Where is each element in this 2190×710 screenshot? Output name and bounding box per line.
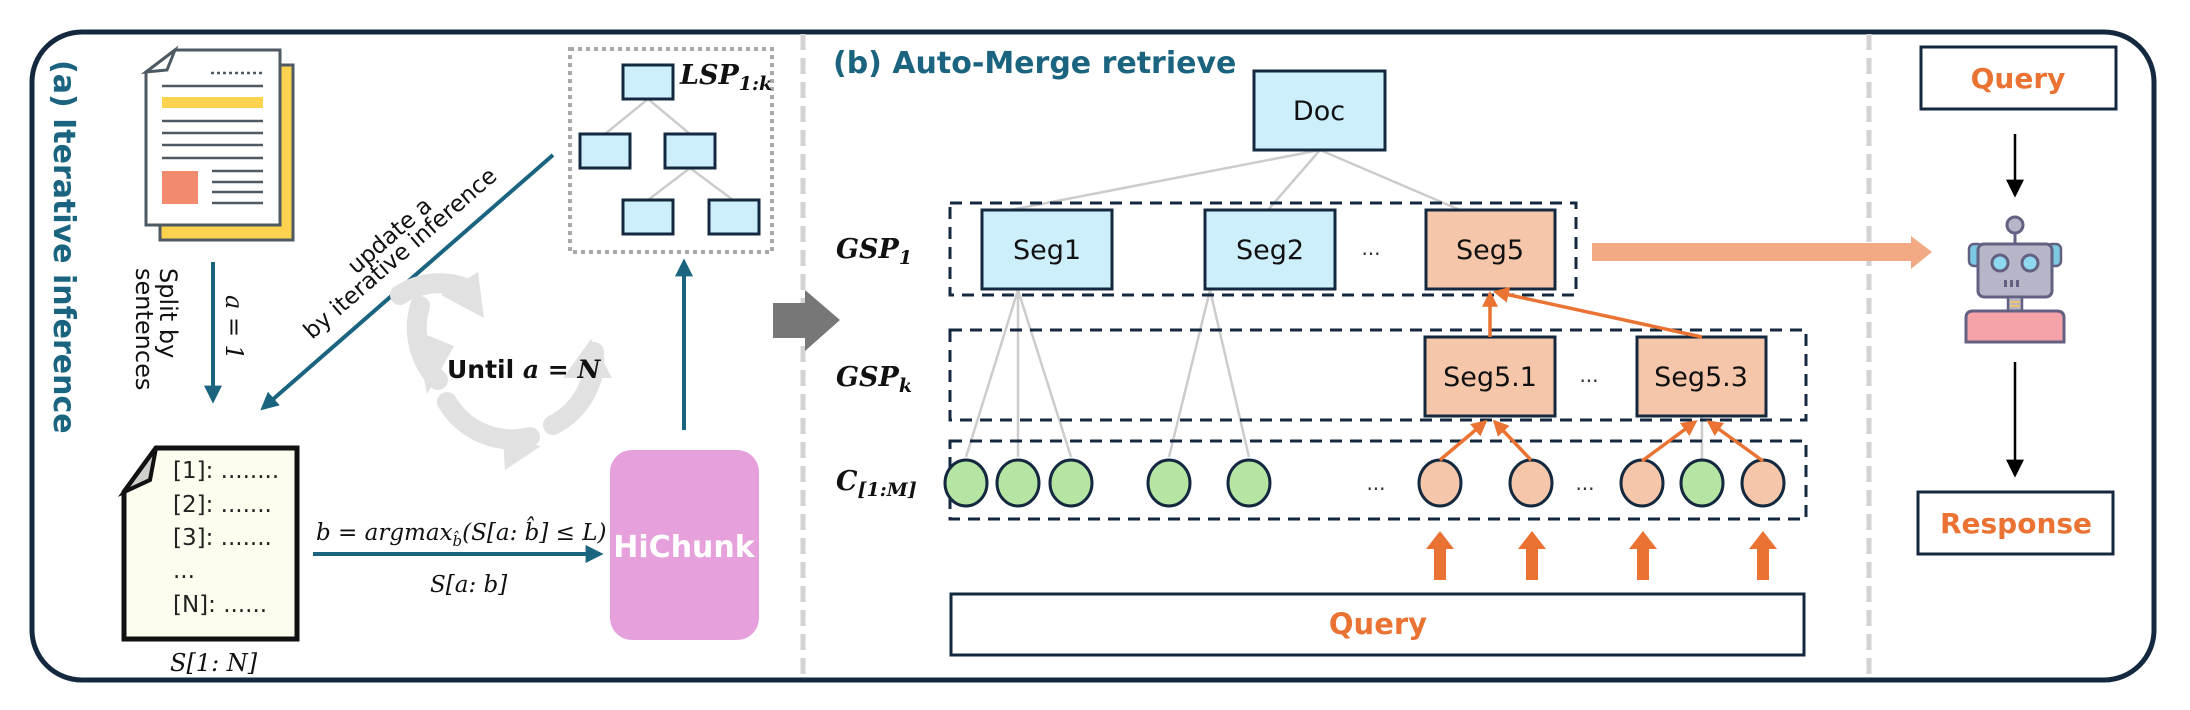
svg-text:Seg2: Seg2	[1236, 235, 1304, 266]
chunk-node-green	[1146, 458, 1192, 508]
svg-text:HiChunk: HiChunk	[613, 530, 755, 565]
transition-arrow	[773, 290, 840, 351]
gsp1-ellipsis: ...	[1361, 236, 1380, 260]
panel-a-title: (a) Iterative inference	[46, 60, 81, 434]
chunk-list	[943, 458, 1786, 508]
document-icon	[140, 45, 295, 242]
cycle-label: Until a = N	[447, 355, 601, 384]
gspk-group	[948, 328, 1808, 422]
cycle-arrowheads	[414, 272, 612, 470]
retrieved-to-llm-arrow	[1592, 236, 1932, 269]
chunk-node-peach	[1740, 458, 1786, 508]
hichunk-model: HiChunk	[610, 450, 759, 640]
chunk-node-green	[943, 458, 989, 508]
tree-edges	[964, 148, 1704, 462]
chunk-node-peach	[1508, 458, 1554, 508]
sentence-item: [1]: ........	[173, 458, 279, 484]
query-box-retrieve: Query	[949, 592, 1806, 657]
formula-label: b = argmaxb̂(S[a: b̂] ≤ L)	[316, 517, 606, 550]
chunk-ellipsis-1: ...	[1366, 471, 1385, 495]
sentence-item: ...	[173, 558, 195, 584]
merge-arrows	[1482, 286, 1703, 339]
query-box-llm: Query	[1919, 45, 2118, 111]
lsp-label: LSP1:k	[679, 60, 772, 95]
svg-text:Query: Query	[1329, 607, 1427, 641]
sentence-document	[117, 445, 300, 642]
level-label-gsp1: GSP1	[836, 234, 912, 269]
svg-text:Seg5.3: Seg5.3	[1654, 362, 1748, 393]
lsp-box	[568, 47, 774, 254]
a-init-label: a = 1	[220, 295, 248, 360]
chunk-merge-arrows	[1438, 419, 1765, 463]
chunk-node-green	[1048, 458, 1094, 508]
level-label-chunks: C[1:M]	[836, 466, 917, 501]
gsp1-node-seg1: Seg1	[980, 208, 1114, 291]
panel-b-title: (b) Auto-Merge retrieve	[833, 46, 1236, 81]
svg-text:Seg1: Seg1	[1013, 235, 1081, 266]
svg-text:Response: Response	[1940, 507, 2092, 540]
sentence-list: [1]: ........ [2]: ....... [3]: ....... …	[173, 458, 279, 618]
sentence-doc-label: S[1: N]	[170, 649, 258, 677]
split-label-line1: Split by	[154, 268, 182, 358]
chunk-node-peach	[1417, 458, 1463, 508]
lsp-tree	[578, 63, 761, 236]
split-label-line2: sentences	[130, 268, 158, 390]
chunk-ellipsis-2: ...	[1575, 471, 1594, 495]
gspk-node-seg5-3: Seg5.3	[1635, 335, 1768, 418]
svg-text:Doc: Doc	[1293, 96, 1345, 127]
query-arrows	[1426, 531, 1777, 580]
chunk-node-green	[995, 458, 1041, 508]
svg-text:Seg5: Seg5	[1456, 235, 1524, 266]
gsp1-node-seg5: Seg5	[1424, 208, 1557, 291]
slice-label: S[a: b]	[430, 572, 507, 598]
svg-text:Seg5.1: Seg5.1	[1443, 362, 1537, 393]
level-label-gspk: GSPk	[836, 362, 912, 397]
robot-icon	[1964, 215, 2066, 344]
sentence-item: [2]: .......	[173, 492, 272, 518]
doc-node: Doc	[1252, 69, 1387, 152]
response-box: Response	[1916, 490, 2115, 556]
outer-frame	[29, 29, 2157, 683]
chunk-node-peach	[1619, 458, 1665, 508]
svg-text:Query: Query	[1971, 62, 2066, 95]
chunk-node-green	[1679, 458, 1725, 508]
gsp1-node-seg2: Seg2	[1203, 208, 1337, 291]
sentence-item: [3]: .......	[173, 525, 272, 551]
gsp1-group	[948, 201, 1578, 297]
gspk-node-seg5-1: Seg5.1	[1423, 335, 1557, 418]
sentence-item: [N]: ......	[173, 592, 267, 618]
gspk-ellipsis: ...	[1579, 363, 1598, 387]
chunk-node-green	[1226, 458, 1272, 508]
